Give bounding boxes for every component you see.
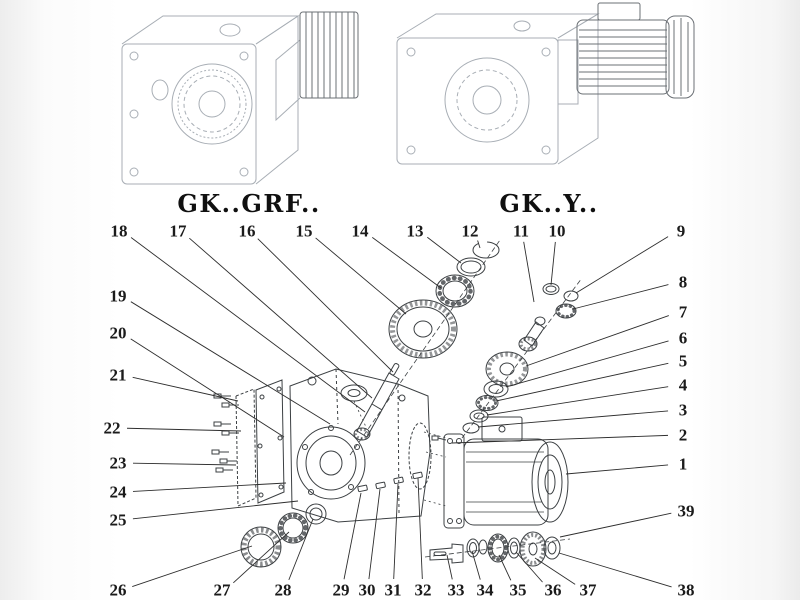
output-bearing-stack	[240, 503, 327, 568]
leader-line-19	[130, 301, 331, 425]
part-number-1: 1	[679, 455, 688, 474]
leader-line-10	[550, 241, 556, 286]
leader-line-11	[523, 241, 535, 303]
part-number-14: 14	[352, 222, 370, 241]
part-number-25: 25	[110, 511, 127, 530]
part-number-37: 37	[580, 581, 598, 600]
part-number-22: 22	[104, 419, 121, 438]
leader-line-8	[572, 284, 669, 310]
part-number-11: 11	[513, 222, 529, 241]
part-number-35: 35	[510, 581, 527, 600]
leader-line-13	[427, 236, 462, 264]
part-number-33: 33	[448, 581, 465, 600]
bolts-left	[211, 393, 239, 473]
leader-line-25	[132, 500, 299, 520]
part-number-15: 15	[296, 222, 313, 241]
part-number-9: 9	[677, 222, 686, 241]
leader-line-20	[130, 338, 285, 438]
part-number-19: 19	[110, 287, 127, 306]
part-number-3: 3	[679, 401, 688, 420]
leader-line-16	[257, 238, 394, 373]
leader-line-24	[132, 482, 287, 492]
leader-line-17	[189, 237, 373, 399]
part-number-34: 34	[477, 581, 495, 600]
part-number-31: 31	[385, 581, 402, 600]
part-number-17: 17	[170, 222, 188, 241]
leader-line-6	[505, 340, 669, 388]
part-number-39: 39	[678, 502, 695, 521]
part-number-21: 21	[110, 366, 127, 385]
housing	[289, 368, 432, 523]
leader-line-2	[451, 434, 669, 444]
part-number-30: 30	[359, 581, 376, 600]
leader-line-28	[288, 518, 314, 581]
part-number-32: 32	[415, 581, 432, 600]
leader-line-32	[417, 477, 423, 580]
part-number-23: 23	[110, 454, 127, 473]
part-number-27: 27	[214, 581, 232, 600]
leader-line-27	[233, 531, 290, 584]
leader-line-29	[343, 492, 362, 580]
leader-lines	[126, 236, 672, 588]
leader-line-33	[446, 554, 453, 580]
leader-line-22	[126, 427, 242, 432]
leader-line-30	[368, 488, 381, 580]
mounting-fasteners	[353, 400, 447, 507]
variant-title-grf: GK..GRF..	[177, 189, 320, 218]
part-number-6: 6	[679, 329, 688, 348]
leader-line-26	[132, 545, 253, 587]
leader-line-35	[498, 554, 512, 581]
leader-line-12	[477, 240, 481, 249]
leader-line-3	[477, 410, 669, 428]
part-number-16: 16	[239, 222, 256, 241]
part-number-24: 24	[110, 483, 128, 502]
part-number-4: 4	[679, 376, 688, 395]
leader-line-36	[515, 551, 543, 583]
part-number-28: 28	[275, 581, 292, 600]
y-motor	[576, 2, 695, 99]
gear-shaft-stack	[349, 239, 501, 456]
part-number-2: 2	[679, 426, 688, 445]
leader-line-5	[495, 362, 669, 402]
motor	[443, 416, 569, 529]
part-number-10: 10	[549, 222, 566, 241]
part-number-8: 8	[679, 273, 688, 292]
gearbox-drawing-grf	[121, 15, 301, 185]
flange-gasket	[235, 379, 285, 507]
grf-ribbed-cover	[299, 11, 359, 99]
part-number-38: 38	[678, 581, 695, 600]
leader-line-31	[393, 483, 399, 580]
part-number-26: 26	[110, 581, 127, 600]
leader-line-23	[132, 462, 237, 466]
leader-line-15	[315, 237, 407, 315]
input-pinion-stack	[461, 277, 583, 439]
part-number-7: 7	[679, 303, 688, 322]
part-number-20: 20	[110, 324, 127, 343]
leader-line-1	[565, 464, 669, 475]
leader-line-4	[486, 386, 669, 416]
part-number-36: 36	[545, 581, 562, 600]
leader-line-39	[559, 512, 672, 538]
part-number-12: 12	[462, 222, 479, 241]
part-number-13: 13	[407, 222, 424, 241]
gearbox-drawing-y	[396, 13, 600, 165]
leader-line-18	[130, 237, 366, 413]
leader-line-37	[534, 557, 576, 585]
leader-line-14	[372, 236, 442, 289]
variant-title-y: GK..Y..	[499, 189, 598, 218]
part-number-5: 5	[679, 352, 688, 371]
leader-line-21	[132, 376, 239, 402]
part-number-29: 29	[333, 581, 350, 600]
leader-line-7	[525, 315, 669, 367]
output-shaft-assembly	[424, 531, 571, 567]
leader-line-38	[558, 552, 672, 588]
leader-line-34	[471, 550, 481, 580]
leader-line-9	[575, 236, 669, 294]
part-number-18: 18	[111, 222, 128, 241]
